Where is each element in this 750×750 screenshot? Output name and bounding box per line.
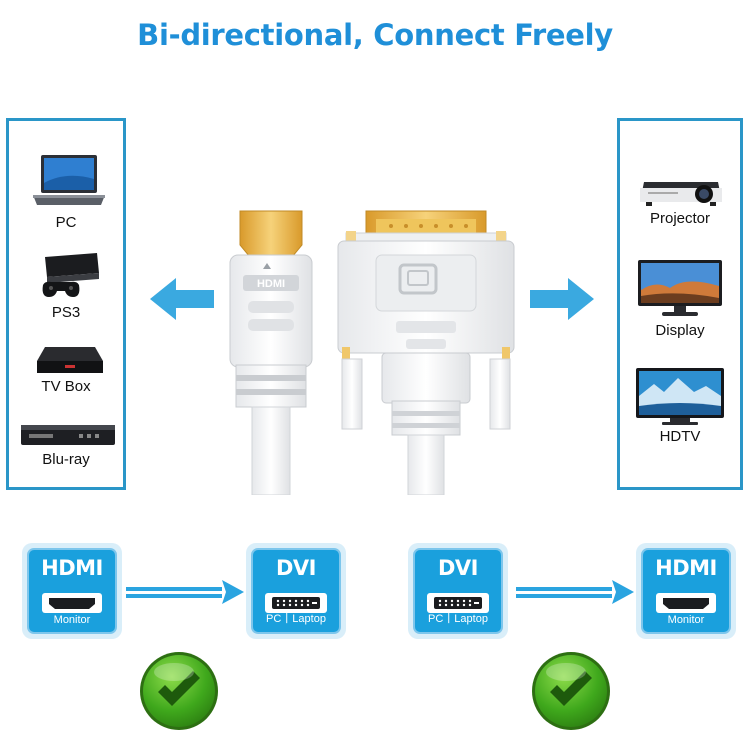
device-label-projector: Projector [649,210,711,227]
connection-1-target-card: DVI PC丨Laptop [246,543,346,639]
arrow-right-icon [530,278,594,320]
device-label-bluray: Blu-ray [42,451,90,468]
card-title: HDMI [655,556,717,580]
dvi-port-icon [265,593,327,613]
connection-2-target-card: HDMI Monitor [636,543,736,639]
source-devices-panel: PC PS3 TV Box Blu-ray [6,118,126,490]
device-label-tv-box: TV Box [41,378,91,395]
laptop-icon [33,155,105,205]
checkmark-icon [140,652,218,730]
device-label-pc: PC [55,214,77,231]
card-title: DVI [276,556,317,580]
connection-1-arrow-icon [126,580,244,604]
card-title: HDMI [41,556,103,580]
projector-icon [640,182,722,206]
tv-box-icon [37,347,103,373]
hdmi-port-icon [42,593,102,613]
connection-2-source-card: DVI PC丨Laptop [408,543,508,639]
arrow-left-icon [150,278,214,320]
connection-1-source-card: HDMI Monitor [22,543,122,639]
card-subtitle: Monitor [667,614,705,626]
card-title: DVI [438,556,479,580]
hdmi-dvi-cable-illustration: HDMI [229,210,515,495]
page-title: Bi-directional, Connect Freely [137,18,613,52]
card-subtitle: PC丨Laptop [266,613,326,625]
dvi-connector [337,210,515,495]
card-subtitle: Monitor [53,614,91,626]
hdmi-logo-text: HDMI [257,278,285,290]
game-console-icon [42,253,99,297]
device-label-hdtv: HDTV [659,428,701,445]
hdmi-connector: HDMI [229,210,313,495]
dvi-port-icon [427,593,489,613]
card-subtitle: PC丨Laptop [428,613,488,625]
bluray-player-icon [21,425,115,445]
monitor-icon [638,260,722,316]
device-label-display: Display [655,322,705,339]
device-label-ps3: PS3 [51,304,81,321]
target-devices-panel: Projector Display HDTV [617,118,743,490]
tv-icon [636,368,724,425]
hdmi-port-icon [656,593,716,613]
checkmark-icon [532,652,610,730]
connection-2-arrow-icon [516,580,634,604]
